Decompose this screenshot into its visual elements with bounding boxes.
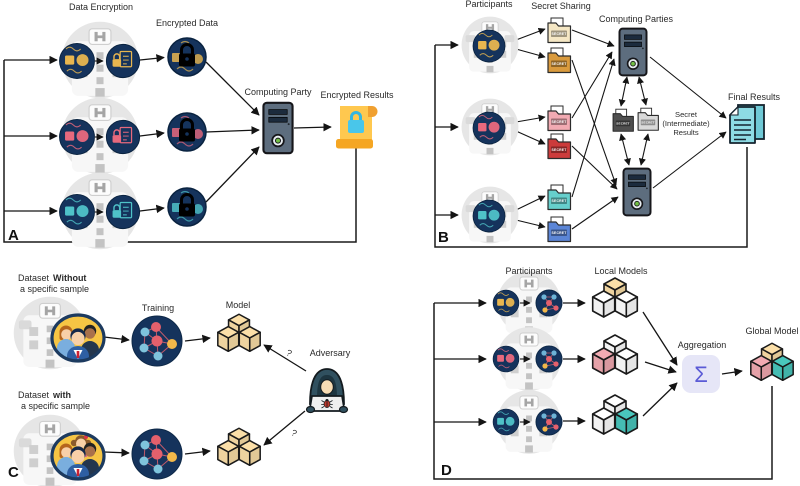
participants-label: Participants	[505, 266, 553, 276]
encrypted-data-icon	[166, 111, 208, 153]
global-model-label: Global Model	[745, 326, 798, 336]
svg-text:SECRET: SECRET	[552, 199, 568, 203]
hospital-icon	[58, 97, 141, 175]
encrypted-data-icon	[166, 186, 208, 228]
panel-a-letter: A	[8, 227, 19, 244]
intermediate-results-label: Results	[673, 128, 699, 137]
adversary-label: Adversary	[310, 348, 351, 358]
training-label: Training	[142, 303, 174, 313]
participants-label: Participants	[465, 0, 513, 9]
svg-text:SECRET: SECRET	[552, 231, 568, 235]
svg-text:SECRET: SECRET	[616, 122, 629, 126]
panel-a: Data Encryption Encrypted Data Computing…	[3, 2, 394, 250]
secret-folder-icon: SECRET	[637, 107, 659, 131]
neural-network-icon	[131, 428, 183, 480]
secret-folder-icon: SECRET	[547, 133, 572, 160]
svg-text:SECRET: SECRET	[552, 62, 568, 66]
secret-folder-icon: SECRET	[547, 184, 572, 211]
aggregation-sigma: Σ	[682, 355, 720, 393]
final-results-label: Final Results	[728, 92, 781, 102]
hospital-dataset-icon	[13, 296, 106, 370]
aggregation-label: Aggregation	[678, 340, 727, 350]
computing-party-label: Computing Party	[244, 87, 312, 97]
computer-tower-icon	[618, 27, 648, 77]
hospital-icon	[461, 16, 519, 74]
panel-a-arrows	[4, 54, 332, 216]
intermediate-results-label: Secret	[675, 110, 698, 119]
panel-d-letter: D	[441, 462, 452, 479]
secret-folder-icon: SECRET	[547, 216, 572, 243]
final-results-docs-icon	[729, 104, 765, 144]
panel-a-feedback-lines	[3, 60, 357, 243]
computing-parties-label: Computing Parties	[599, 14, 674, 24]
global-model-cubes-icon	[750, 342, 794, 382]
sigma-symbol: Σ	[694, 362, 708, 387]
hospital-icon	[461, 98, 519, 156]
dataset-with-label: a specific sample	[21, 401, 90, 411]
encrypted-results-label: Encrypted Results	[320, 90, 394, 100]
intermediate-results-label: (Intermediate)	[662, 119, 710, 128]
secret-folder-icon: SECRET	[547, 105, 572, 132]
model-label: Model	[226, 300, 251, 310]
hospital-icon	[492, 326, 563, 392]
svg-text:SECRET: SECRET	[641, 121, 654, 125]
secret-folder-icon: SECRET	[612, 108, 634, 132]
encrypted-data-label: Encrypted Data	[156, 18, 218, 28]
panel-c-arrows	[103, 334, 307, 457]
secret-folder-icon: SECRET	[547, 47, 572, 74]
people-group-icon	[50, 313, 106, 363]
svg-text:SECRET: SECRET	[552, 32, 568, 36]
hospital-dataset-icon	[13, 414, 106, 486]
neural-network-icon	[131, 315, 183, 367]
secret-sharing-label: Secret Sharing	[531, 1, 591, 11]
encrypted-data-icon	[166, 36, 208, 78]
panel-d: Σ Participants Local Models Aggregation …	[433, 266, 799, 480]
hospital-icon	[492, 270, 563, 336]
local-models-label: Local Models	[594, 266, 648, 276]
hospital-icon	[58, 21, 141, 99]
panel-b-feedback-lines	[434, 45, 748, 248]
panel-c-letter: C	[8, 464, 19, 481]
question-mark: ?	[289, 427, 298, 438]
model-cubes-icon	[217, 313, 261, 353]
secret-folder-icon: SECRET	[547, 17, 572, 44]
panel-d-feedback-lines	[433, 303, 773, 480]
adversary-hacker-icon	[305, 368, 349, 414]
panel-a-title: Data Encryption	[69, 2, 133, 12]
hospital-icon	[492, 389, 563, 455]
model-cubes-icon	[217, 427, 261, 467]
panel-b: SECRET SECRET SECRET SECRET SECRET SECRE…	[434, 0, 781, 248]
panel-b-letter: B	[438, 229, 449, 246]
local-model-cubes-icon	[591, 334, 639, 375]
svg-text:SECRET: SECRET	[552, 120, 568, 124]
hospital-icon	[58, 172, 141, 250]
encrypted-results-scroll-icon	[334, 104, 379, 150]
people-group-with-sample-icon	[50, 431, 106, 481]
svg-text:SECRET: SECRET	[552, 148, 568, 152]
local-model-cubes-icon	[591, 277, 639, 318]
computer-tower-icon	[622, 167, 652, 217]
panel-d-arrows	[434, 298, 743, 427]
computer-tower-icon	[262, 101, 294, 155]
hospital-icon	[461, 186, 519, 244]
local-model-cubes-icon	[591, 394, 639, 435]
panel-b-arrows	[435, 27, 727, 230]
question-mark: ?	[284, 347, 293, 358]
dataset-without-label: a specific sample	[20, 284, 89, 294]
